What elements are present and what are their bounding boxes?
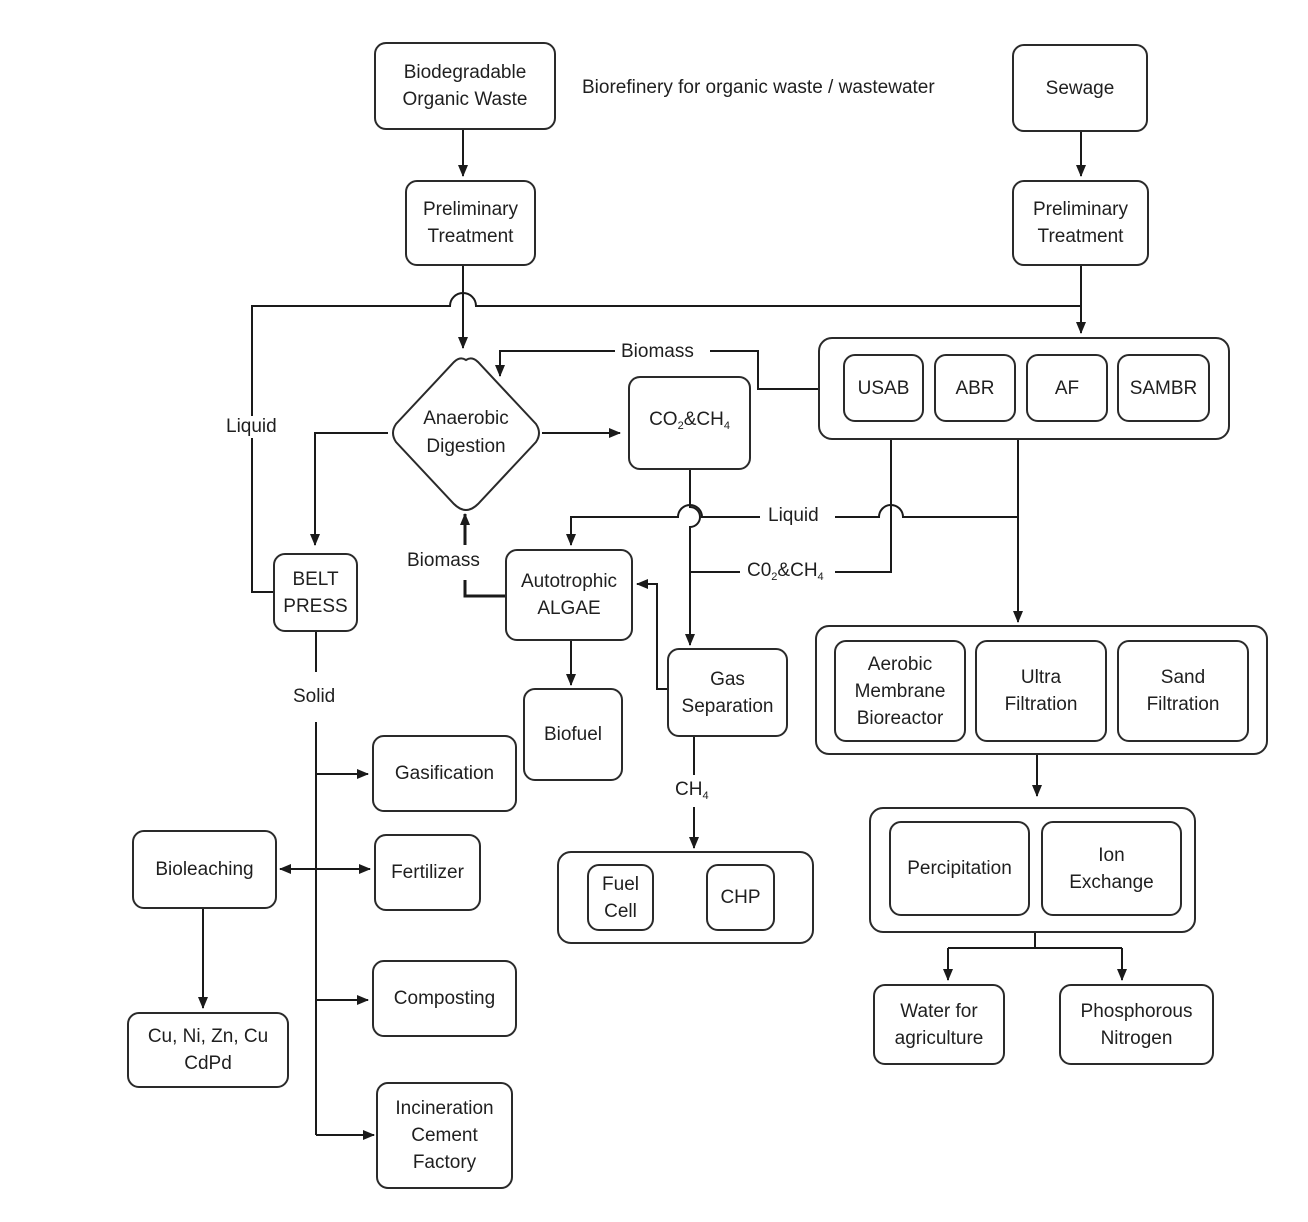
edge-gas-to-separation — [685, 470, 701, 646]
node-abr[interactable]: ABR — [934, 354, 1016, 422]
node-sand-filtration-label: Sand Filtration — [1146, 667, 1220, 715]
edge-liquid-return — [251, 292, 1081, 593]
node-metals[interactable]: Cu, Ni, Zn, Cu CdPd — [127, 1012, 289, 1088]
edge-ad-to-beltpress — [310, 432, 388, 546]
anaerobic-digestion-shape — [392, 357, 540, 511]
edge-reactor-gas — [690, 440, 892, 573]
node-bioleaching[interactable]: Bioleaching — [132, 830, 277, 909]
label-co2-ch4: C02&CH4 — [745, 560, 826, 588]
node-anaerobic-digestion-label: Anaerobic Digestion — [423, 408, 509, 457]
node-metals-label: Cu, Ni, Zn, Cu CdPd — [147, 1026, 269, 1074]
node-phosphorous-nitrogen[interactable]: Phosphorous Nitrogen — [1059, 984, 1214, 1065]
node-percipitation[interactable]: Percipitation — [889, 821, 1030, 916]
node-ultra-filtration[interactable]: Ultra Filtration — [975, 640, 1107, 742]
node-af[interactable]: AF — [1026, 354, 1108, 422]
node-fertilizer-label: Fertilizer — [391, 862, 464, 883]
node-composting-label: Composting — [393, 988, 496, 1009]
node-chp[interactable]: CHP — [706, 864, 775, 931]
node-fuel-cell[interactable]: Fuel Cell — [587, 864, 654, 931]
node-belt-press-label: BELT PRESS — [283, 568, 348, 617]
node-gas-separation[interactable]: Gas Separation — [667, 648, 788, 737]
label-liquid-left: Liquid — [226, 416, 277, 438]
node-ion-exchange-label: Ion Exchange — [1069, 844, 1154, 893]
node-ultra-filtration-label: Ultra Filtration — [1004, 667, 1078, 715]
node-water-agriculture-label: Water for agriculture — [894, 1000, 984, 1049]
node-preliminary-treatment-right[interactable]: Preliminary Treatment — [1012, 180, 1149, 266]
node-biofuel-label: Biofuel — [543, 724, 603, 745]
node-organic-waste-label: Biodegradable Organic Waste — [402, 62, 528, 110]
label-biomass-algae: Biomass — [407, 550, 480, 572]
diagram-title: Biorefinery for organic waste / wastewat… — [582, 77, 935, 98]
node-phosphorous-nitrogen-label: Phosphorous Nitrogen — [1080, 1000, 1193, 1049]
node-ion-exchange[interactable]: Ion Exchange — [1041, 821, 1182, 916]
node-prelim-left-label: Preliminary Treatment — [422, 199, 519, 247]
node-biofuel[interactable]: Biofuel — [523, 688, 623, 781]
edge-precip-split — [948, 933, 1122, 949]
label-biomass-top: Biomass — [619, 341, 696, 363]
node-prelim-right-label: Preliminary Treatment — [1032, 199, 1129, 247]
node-bioleaching-label: Bioleaching — [155, 859, 254, 880]
edge-algae-biomass — [463, 580, 506, 598]
node-organic-waste[interactable]: Biodegradable Organic Waste — [374, 42, 556, 130]
node-aerobic-mbr-label: Aerobic Membrane Bioreactor — [854, 653, 946, 729]
node-gasification-label: Gasification — [394, 763, 495, 784]
node-sand-filtration[interactable]: Sand Filtration — [1117, 640, 1249, 742]
node-sambr[interactable]: SAMBR — [1117, 354, 1210, 422]
node-usab[interactable]: USAB — [843, 354, 924, 422]
node-sambr-label: SAMBR — [1129, 377, 1198, 399]
node-fuel-cell-label: Fuel Cell — [602, 873, 639, 922]
node-abr-label: ABR — [955, 377, 995, 399]
node-fertilizer[interactable]: Fertilizer — [374, 834, 481, 911]
node-sewage[interactable]: Sewage — [1012, 44, 1148, 132]
edge-liquid-to-algae — [571, 440, 1019, 545]
edge-biomass-to-ad — [500, 350, 818, 390]
label-liquid-mid: Liquid — [764, 505, 823, 527]
node-belt-press[interactable]: BELT PRESS — [273, 553, 358, 632]
label-solid: Solid — [293, 686, 336, 708]
node-algae-label: Autotrophic ALGAE — [520, 571, 618, 619]
node-co2-ch4-label: CO2&CH4 — [649, 409, 730, 432]
node-preliminary-treatment-left[interactable]: Preliminary Treatment — [405, 180, 536, 266]
node-composting[interactable]: Composting — [372, 960, 517, 1037]
edge-separation-to-algae — [636, 579, 668, 690]
node-chp-label: CHP — [720, 887, 761, 908]
node-anaerobic-digestion[interactable]: Anaerobic Digestion — [390, 405, 542, 461]
node-aerobic-mbr[interactable]: Aerobic Membrane Bioreactor — [834, 640, 966, 742]
label-ch4: CH4 — [675, 779, 709, 807]
node-water-agriculture[interactable]: Water for agriculture — [873, 984, 1005, 1065]
node-af-label: AF — [1054, 377, 1080, 399]
node-gasification[interactable]: Gasification — [372, 735, 517, 812]
node-sewage-label: Sewage — [1045, 77, 1115, 99]
node-incineration[interactable]: Incineration Cement Factory — [376, 1082, 513, 1189]
node-autotrophic-algae[interactable]: Autotrophic ALGAE — [505, 549, 633, 641]
node-usab-label: USAB — [857, 377, 910, 399]
node-gas-separation-label: Gas Separation — [681, 668, 774, 717]
node-co2-ch4[interactable]: CO2&CH4 — [628, 376, 751, 470]
node-percipitation-label: Percipitation — [907, 858, 1012, 879]
node-incineration-label: Incineration Cement Factory — [395, 1098, 494, 1173]
